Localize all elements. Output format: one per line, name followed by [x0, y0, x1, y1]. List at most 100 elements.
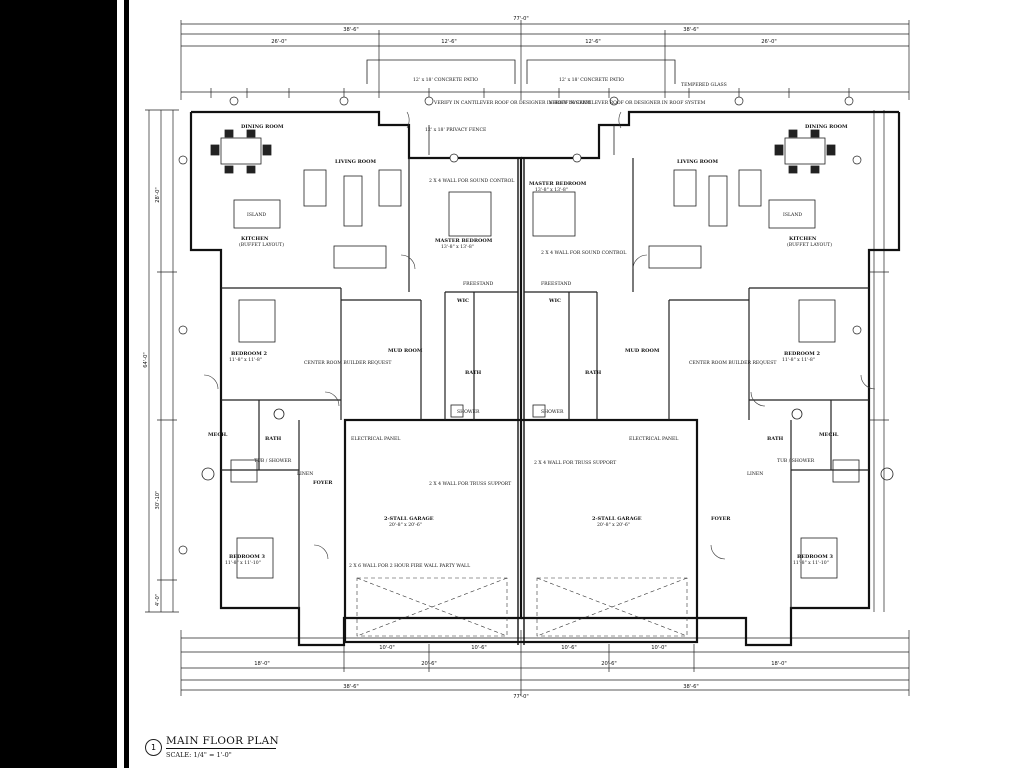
floor-plan-drawing — [145, 20, 910, 696]
note-tempered: TEMPERED GLASS — [681, 82, 727, 88]
drawing-sheet: 77'-0" 38'-6" 38'-6" 26'-0" 12'-6" 12'-6… — [129, 0, 1024, 768]
grid-bubbles — [178, 96, 862, 555]
garage-doors — [356, 577, 688, 637]
label-foyer-right: FOYER — [711, 516, 731, 522]
label-center-room-right: CENTER ROOM BUILDER REQUEST — [689, 360, 777, 366]
drawing-scale: SCALE: 1/4" = 1'-0" — [166, 751, 232, 759]
note-linen-left: LINEN — [297, 471, 313, 477]
top-dimension-lines — [180, 20, 910, 100]
label-living-left: LIVING ROOM — [335, 159, 377, 165]
title-block: 1 MAIN FLOOR PLAN SCALE: 1/4" = 1'-0" — [135, 735, 435, 768]
label-bedroom3-size-left: 11'-8" x 11'-10" — [225, 560, 261, 566]
dim-half-right-bottom: 38'-6" — [683, 684, 699, 690]
dim-bottom-a: 18'-0" — [254, 661, 270, 667]
bottom-dimension-lines — [180, 630, 910, 696]
left-black-margin — [0, 0, 117, 768]
label-island-left: ISLAND — [247, 212, 266, 218]
note-verify-left: VERIFY IN CANTILEVER ROOF OR DESIGNER IN… — [433, 100, 591, 106]
label-bath-left: BATH — [265, 436, 282, 442]
label-master-right: MASTER BEDROOM — [529, 181, 587, 187]
note-verify-right: VERIFY IN CANTILEVER ROOF OR DESIGNER IN… — [548, 100, 706, 106]
dim-bottom-b: 20'-6" — [421, 661, 437, 667]
dim-side-c: 4'-0" — [155, 594, 161, 606]
dim-bottom-d: 18'-0" — [771, 661, 787, 667]
note-patio-left: 12' x 18' CONCRETE PATIO — [413, 77, 478, 83]
note-linen-right: LINEN — [747, 471, 763, 477]
dim-garage-b: 10'-6" — [471, 645, 487, 651]
label-kitchen-right: KITCHEN — [789, 236, 817, 242]
note-wall-truss-left: 2 X 4 WALL FOR TRUSS SUPPORT — [429, 481, 512, 487]
left-white-strip — [117, 0, 124, 768]
label-living-right: LIVING ROOM — [677, 159, 719, 165]
label-bath-master-right: BATH — [585, 370, 602, 376]
patio-fence — [366, 59, 676, 155]
label-kitchen-note-right: (BUFFET LAYOUT) — [787, 241, 832, 248]
label-bedroom2-left: BEDROOM 2 — [231, 351, 268, 357]
door-swings — [203, 111, 876, 560]
label-bedroom3-right: BEDROOM 3 — [797, 554, 834, 560]
label-bedroom2-right: BEDROOM 2 — [784, 351, 821, 357]
note-tub-right: TUB / SHOWER — [777, 458, 815, 464]
label-dining-left: DINING ROOM — [241, 124, 284, 130]
label-master-left: MASTER BEDROOM — [435, 238, 493, 244]
party-wall — [517, 158, 525, 645]
label-bath-master-left: BATH — [465, 370, 482, 376]
title-underline — [166, 748, 276, 749]
label-kitchen-left: KITCHEN — [241, 236, 269, 242]
dim-top-a: 26'-0" — [271, 39, 287, 45]
dim-half-right: 38'-6" — [683, 27, 699, 33]
drawing-title: MAIN FLOOR PLAN — [166, 735, 280, 747]
note-electrical-left: ELECTRICAL PANEL — [351, 436, 400, 442]
label-wic-left: WIC — [456, 298, 469, 304]
dim-overall-bottom: 77'-0" — [513, 694, 529, 700]
dim-half-left: 38'-6" — [343, 27, 359, 33]
dim-top-c: 12'-6" — [585, 39, 601, 45]
label-shower-right: SHOWER — [541, 409, 564, 415]
label-shower-left: SHOWER — [457, 409, 480, 415]
label-island-right: ISLAND — [783, 212, 802, 218]
dim-overall-top: 77'-0" — [513, 16, 529, 22]
label-bedroom3-left: BEDROOM 3 — [229, 554, 266, 560]
dim-top-d: 26'-0" — [761, 39, 777, 45]
label-garage-size-left: 20'-8" x 20'-6" — [389, 522, 422, 528]
label-master-size-right: 13'-8" x 13'-8" — [535, 187, 568, 193]
note-freestanding-left: FREESTAND — [463, 281, 494, 287]
label-kitchen-note-left: (BUFFET LAYOUT) — [239, 241, 284, 248]
note-privacy: 12' x 18' PRIVACY FENCE — [425, 127, 486, 133]
note-electrical-right: ELECTRICAL PANEL — [629, 436, 678, 442]
note-wall-sound-left: 2 X 4 WALL FOR SOUND CONTROL — [429, 178, 514, 184]
note-wall-truss-right: 2 X 4 WALL FOR TRUSS SUPPORT — [534, 460, 617, 466]
note-tub-left: TUB / SHOWER — [254, 458, 292, 464]
plan-labels: 77'-0" 38'-6" 38'-6" 26'-0" 12'-6" 12'-6… — [143, 16, 848, 700]
label-bedroom2-size-right: 11'-8" x 11'-8" — [782, 357, 815, 363]
label-mud-left: MUD ROOM — [388, 348, 423, 354]
label-garage-right: 2-STALL GARAGE — [592, 516, 642, 522]
label-mech-left: MECH. — [208, 432, 228, 438]
label-mud-right: MUD ROOM — [625, 348, 660, 354]
dim-side-b: 30'-10" — [155, 491, 161, 510]
side-dimension-lines — [145, 109, 889, 613]
drawing-number-bubble: 1 — [145, 739, 162, 756]
label-garage-left: 2-STALL GARAGE — [384, 516, 434, 522]
left-border-line — [124, 0, 129, 768]
label-bath-right: BATH — [767, 436, 784, 442]
label-mech-right: MECH. — [819, 432, 839, 438]
note-freestanding-right: FREESTAND — [541, 281, 572, 287]
dim-top-b: 12'-6" — [441, 39, 457, 45]
label-wic-right: WIC — [548, 298, 561, 304]
label-master-size-left: 13'-8" x 13'-8" — [441, 244, 474, 250]
dim-side-total: 64'-0" — [143, 352, 149, 368]
dim-garage-a: 10'-0" — [379, 645, 395, 651]
label-bedroom3-size-right: 11'-8" x 11'-10" — [793, 560, 829, 566]
dim-side-a: 28'-0" — [155, 187, 161, 203]
dim-half-left-bottom: 38'-6" — [343, 684, 359, 690]
note-patio-right: 12' x 18' CONCRETE PATIO — [559, 77, 624, 83]
label-bedroom2-size-left: 11'-8" x 11'-8" — [229, 357, 262, 363]
label-center-room-left: CENTER ROOM BUILDER REQUEST — [304, 360, 392, 366]
note-wall-sound-right: 2 X 4 WALL FOR SOUND CONTROL — [541, 250, 626, 256]
dim-bottom-c: 20'-6" — [601, 661, 617, 667]
dim-garage-c: 10'-6" — [561, 645, 577, 651]
label-garage-size-right: 20'-8" x 20'-6" — [597, 522, 630, 528]
dim-garage-d: 10'-0" — [651, 645, 667, 651]
